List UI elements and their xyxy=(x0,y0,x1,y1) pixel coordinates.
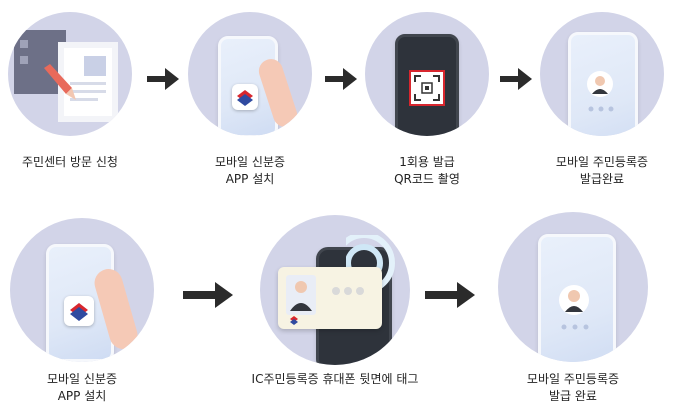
step-a-illustration xyxy=(10,218,154,362)
step-a-label: 모바일 신분증 APP 설치 xyxy=(10,371,154,405)
step4-illustration xyxy=(540,12,664,136)
label-line: APP 설치 xyxy=(57,389,107,403)
arrow-right-icon xyxy=(325,68,357,90)
phone xyxy=(395,34,459,136)
arrow-right-icon xyxy=(147,68,179,90)
pencil-icon xyxy=(44,64,76,100)
step-b-label: IC주민등록증 휴대폰 뒷면에 태그 xyxy=(215,371,455,388)
arrow-right-icon xyxy=(183,282,233,308)
step1-illustration xyxy=(8,12,132,136)
step3-label: 1회용 발급 QR코드 촬영 xyxy=(357,154,497,188)
step-b-illustration xyxy=(260,215,410,365)
document-icon xyxy=(14,30,118,122)
label-line: QR코드 촬영 xyxy=(394,172,460,186)
step-c-illustration xyxy=(498,212,648,362)
label-line: APP 설치 xyxy=(225,172,275,186)
arrow-right-icon xyxy=(500,68,532,90)
label-line: 발급 완료 xyxy=(549,389,597,403)
app-logo-icon xyxy=(64,296,94,326)
label-line: 모바일 신분증 xyxy=(46,372,118,386)
app-logo-icon xyxy=(232,84,258,110)
label-line: 모바일 주민등록증 xyxy=(555,155,649,169)
label-line: 발급완료 xyxy=(579,172,625,186)
label-line: 모바일 주민등록증 xyxy=(526,372,620,386)
label-line: 주민센터 방문 신청 xyxy=(22,155,118,169)
step-c-label: 모바일 주민등록증 발급 완료 xyxy=(503,371,643,405)
person-avatar-icon xyxy=(559,285,589,315)
ic-card-icon xyxy=(278,267,382,329)
person-avatar-icon xyxy=(587,71,613,97)
label-line: 모바일 신분증 xyxy=(214,155,286,169)
dots-icon xyxy=(588,106,614,112)
step3-illustration xyxy=(365,12,489,136)
step4-label: 모바일 주민등록증 발급완료 xyxy=(532,154,672,188)
step2-label: 모바일 신분증 APP 설치 xyxy=(180,154,320,188)
qr-code-icon xyxy=(409,70,445,106)
arrow-right-icon xyxy=(425,282,475,308)
label-line: 1회용 발급 xyxy=(399,155,455,169)
label-line: IC주민등록증 휴대폰 뒷면에 태그 xyxy=(251,372,419,386)
step1-label: 주민센터 방문 신청 xyxy=(0,154,140,171)
step2-illustration xyxy=(188,12,312,136)
dots-icon xyxy=(561,324,589,330)
